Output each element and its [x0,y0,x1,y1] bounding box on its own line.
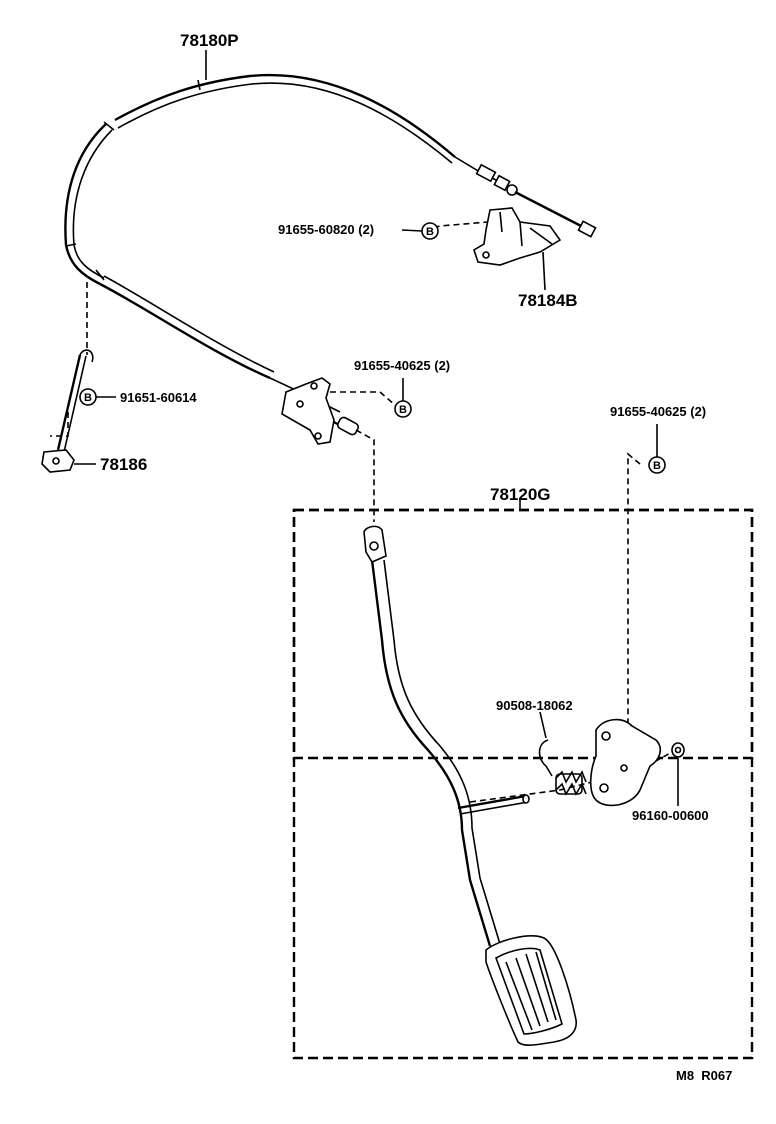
bolt-marker-pedal: B [648,456,666,474]
label-bolt-bracket: 91655-60820 (2) [278,222,374,237]
label-clamp: 78186 [100,455,147,474]
bolt-marker-clamp-letter: B [84,392,92,404]
bolt-marker-cable-letter: B [399,404,407,416]
label-spring: 90508-18062 [496,698,573,713]
return-spring [538,739,587,796]
cable-clamp [41,349,94,473]
label-pedal-assy: 78120G [490,485,551,504]
pedal-assembly-frame [292,508,754,760]
pedal-assembly-box [292,508,754,1060]
label-bracket: 78184B [518,291,578,310]
label-nut: 96160-00600 [632,808,709,823]
pedal-support-bracket [589,718,662,807]
bolt-marker-pedal-letter: B [653,460,661,472]
cable-pedal-bracket [281,377,335,445]
pedal-pad [485,935,577,1046]
label-bolt-clamp: 91651-60614 [120,390,197,405]
spring-leader [539,711,547,739]
footer-code: M8 R067 [676,1068,732,1083]
label-cable: 78180P [180,31,239,50]
bolt-marker-clamp: B [79,388,97,406]
label-bolt-cable: 91655-40625 (2) [354,358,450,373]
cable-bracket [473,207,562,266]
bolt-bracket-leader [401,229,423,232]
bolt-marker-bracket-letter: B [426,226,434,238]
pedal-lever [363,525,501,947]
label-bolt-pedal: 91655-40625 (2) [610,404,706,419]
nut [671,742,685,758]
bolt-marker-cable: B [394,400,412,418]
bracket-leader [542,251,546,291]
pivot-shaft [457,794,530,815]
accelerator-cable [64,73,597,436]
bolt-marker-bracket: B [421,222,439,240]
